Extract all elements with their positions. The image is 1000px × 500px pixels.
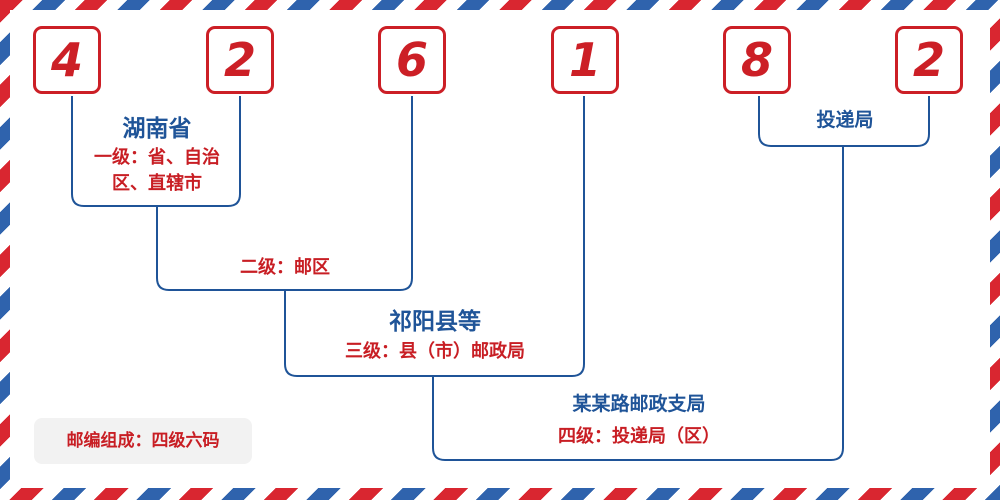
bracket-delivery	[758, 96, 930, 147]
envelope-body	[10, 10, 990, 488]
delivery-office-name: 投递局	[816, 109, 874, 131]
level4-name: 某某路邮政支局	[572, 393, 706, 415]
postcode-digit-3: 6	[378, 26, 446, 94]
postcode-digit-5: 8	[723, 26, 791, 94]
level4-description: 四级：投递局（区）	[558, 426, 720, 447]
postcode-digit-1: 4	[33, 26, 101, 94]
level2-description: 二级：邮区	[240, 257, 330, 278]
bracket-level4	[432, 146, 844, 461]
postcode-digit-2: 2	[206, 26, 274, 94]
level3-name: 祁阳县等	[389, 308, 481, 335]
level3-description: 三级：县（市）邮政局	[345, 341, 525, 362]
postcode-digit-4: 1	[551, 26, 619, 94]
postcode-structure-legend: 邮编组成：四级六码	[34, 418, 252, 464]
level1-name: 湖南省	[122, 115, 192, 142]
level1-description: 一级：省、自治区、直辖市	[94, 147, 220, 194]
bracket-level3	[284, 96, 585, 377]
postcode-digit-6: 2	[895, 26, 963, 94]
